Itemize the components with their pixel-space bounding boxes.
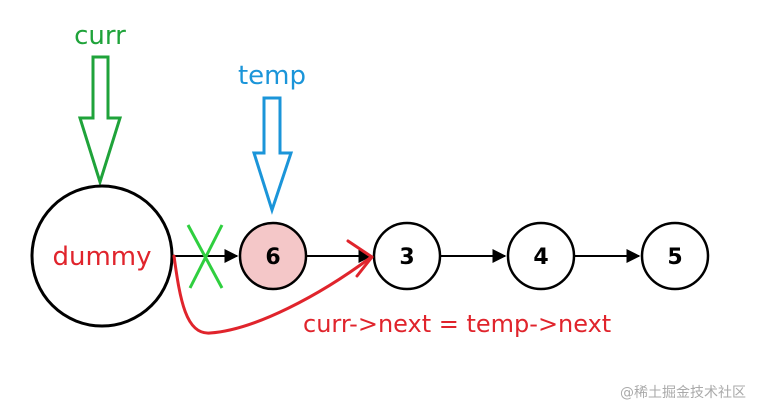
list-node: 3 [372, 221, 442, 291]
list-node: 5 [640, 221, 710, 291]
dummy-label: dummy [52, 242, 151, 272]
list-node: 6 [238, 221, 308, 291]
node-5 [640, 221, 710, 291]
relink-arrow [172, 254, 372, 335]
temp-label: temp [238, 61, 306, 91]
node-value: 6 [265, 245, 280, 270]
node-6 [238, 221, 308, 291]
list-node: 4 [506, 221, 576, 291]
node-value: 3 [399, 245, 414, 270]
node-value: 5 [667, 245, 682, 270]
curr-label: curr [74, 21, 126, 51]
temp-pointer-arrow-icon [251, 96, 294, 215]
removed-link-cross-icon [186, 224, 224, 289]
node-value: 4 [533, 245, 548, 270]
relink-annotation: curr->next = temp->next [303, 310, 611, 338]
watermark: @稀土掘金技术社区 [620, 385, 746, 401]
node-3 [372, 221, 442, 291]
relink-arrowhead-icon [346, 239, 374, 278]
node-4 [506, 221, 576, 291]
curr-pointer-arrow-icon [77, 55, 123, 188]
